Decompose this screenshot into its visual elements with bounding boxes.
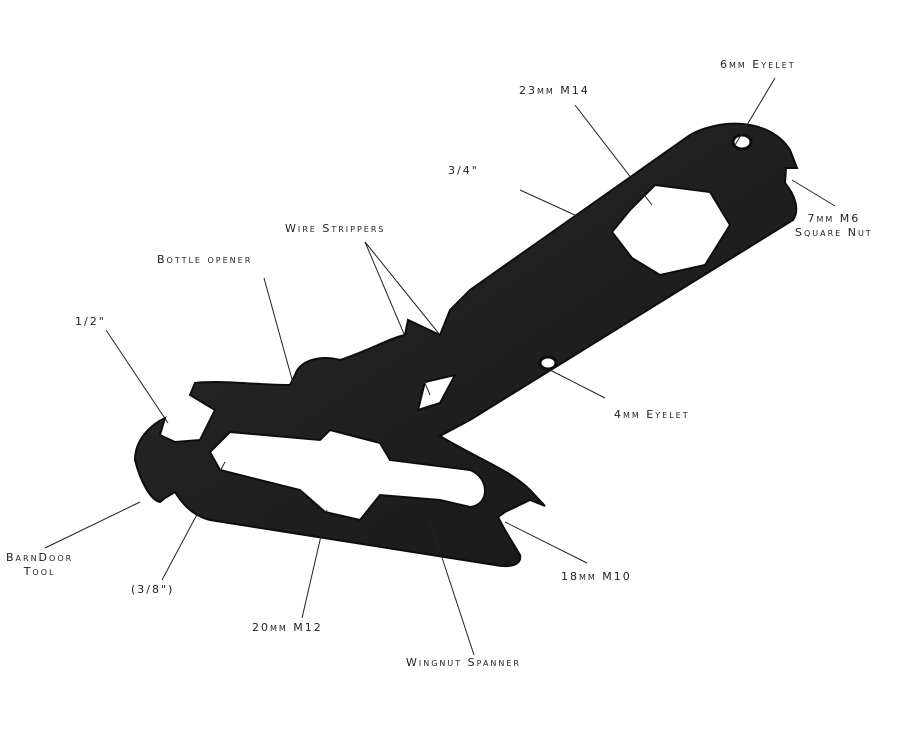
label-6mm-eyelet: 6mm Eyelet: [720, 58, 796, 71]
label-7mm-m6-line2: Square Nut: [795, 226, 873, 239]
eyelet-6mm-hole: [731, 133, 753, 151]
leader-lines: [44, 77, 836, 656]
hex-opening-23mm: [610, 183, 732, 277]
label-half-inch: 1/2": [75, 315, 106, 328]
eyelet-4mm-hole: [538, 355, 558, 371]
spanner-slot-opening: [208, 428, 486, 522]
label-three-eighths-inch: (3/8"): [131, 583, 175, 596]
label-wire-strippers: Wire Strippers: [285, 222, 386, 235]
label-barndoor-line2: Tool: [23, 565, 56, 578]
label-three-quarter-inch: 3/4": [448, 164, 479, 177]
label-bottle-opener: Bottle opener: [157, 253, 253, 266]
label-23mm-m14: 23mm M14: [519, 84, 590, 97]
label-18mm-m10: 18mm M10: [561, 570, 632, 583]
wire-stripper-diamond: [416, 373, 457, 412]
label-20mm-m12: 20mm M12: [252, 621, 323, 634]
label-7mm-m6-square-nut: 7mm M6 Square Nut: [795, 212, 873, 240]
label-barndoor-line1: BarnDoor: [6, 551, 74, 564]
label-7mm-m6-line1: 7mm M6: [807, 212, 861, 225]
label-barndoor-tool: BarnDoor Tool: [6, 551, 73, 579]
label-wingnut-spanner: Wingnut Spanner: [406, 656, 521, 669]
label-4mm-eyelet: 4mm Eyelet: [614, 408, 690, 421]
